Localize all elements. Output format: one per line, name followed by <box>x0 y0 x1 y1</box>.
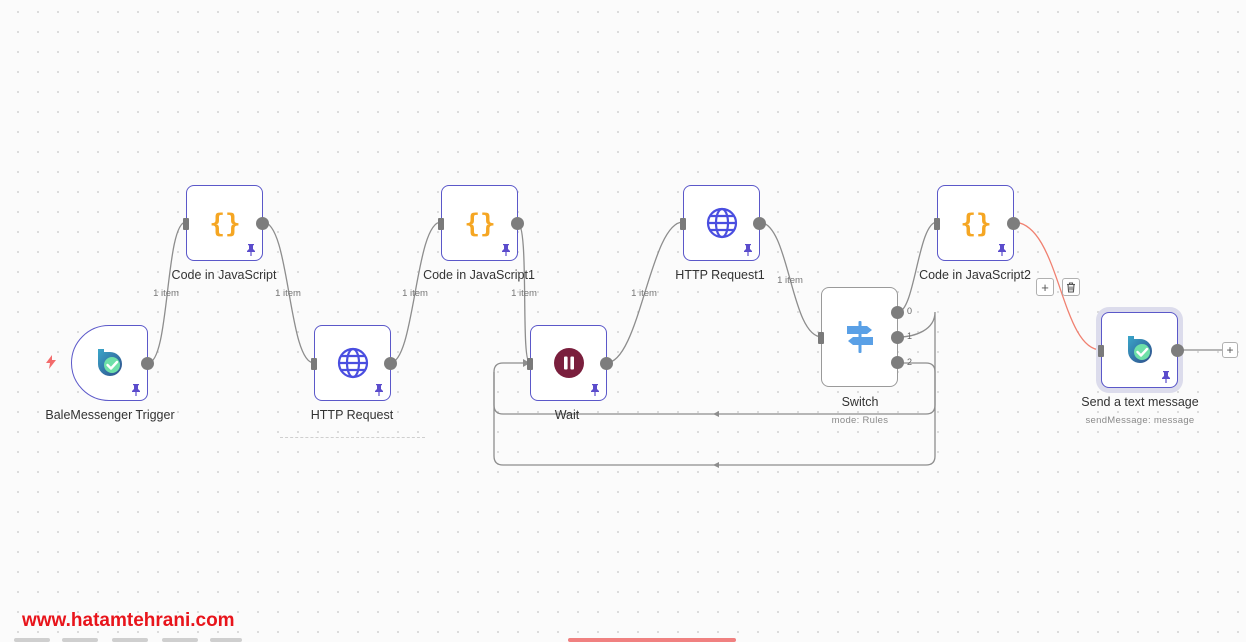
execute-workflow-button[interactable] <box>568 638 736 642</box>
switch-signpost-icon <box>846 321 873 353</box>
node-sublabel: sendMessage: message <box>1085 415 1195 426</box>
pin-icon <box>375 384 383 396</box>
node-label: HTTP Request <box>310 408 394 422</box>
edge-code2-to-send <box>1012 221 1102 351</box>
input-handle[interactable] <box>680 218 686 230</box>
svg-text:{}: {} <box>464 209 495 238</box>
edge-wait-to-http1 <box>605 221 684 364</box>
node-code-in-javascript1[interactable]: {} <box>438 185 524 261</box>
pin-icon <box>591 384 599 396</box>
add-node-on-edge-button[interactable]: + <box>1036 278 1054 296</box>
arrow-loop-2 <box>713 462 719 468</box>
svg-text:{}: {} <box>960 209 991 238</box>
pin-icon <box>1162 371 1170 383</box>
output-handle[interactable] <box>1007 217 1020 230</box>
code-braces-icon: {} <box>209 209 240 238</box>
edge-switch1-loop <box>493 311 936 415</box>
pin-icon <box>998 244 1006 256</box>
node-code-in-javascript2[interactable]: {} <box>934 185 1020 261</box>
pin-icon <box>502 244 510 256</box>
edge-switch2-loop <box>493 362 936 466</box>
bottom-toolbar-button[interactable] <box>210 638 242 642</box>
trash-icon <box>1067 281 1075 293</box>
code-braces-icon: {} <box>960 209 991 238</box>
bottom-toolbar-button[interactable] <box>162 638 198 642</box>
node-label: Send a text message <box>1081 395 1199 409</box>
edge-label: 1 item <box>511 288 537 299</box>
trigger-bolt-icon <box>46 355 56 369</box>
node-bale-trigger[interactable] <box>71 325 154 401</box>
output-handle-2[interactable] <box>891 356 904 369</box>
output-label-1: 1 <box>907 331 913 341</box>
node-wait[interactable] <box>527 325 613 401</box>
pin-icon <box>744 244 752 256</box>
output-handle-1[interactable] <box>891 331 904 344</box>
delete-connection-button[interactable] <box>1062 278 1080 296</box>
node-label: BaleMessenger Trigger <box>45 408 175 422</box>
input-handle[interactable] <box>527 358 533 370</box>
output-handle-0[interactable] <box>891 306 904 319</box>
node-label: Switch <box>841 395 879 409</box>
output-handle[interactable] <box>600 357 613 370</box>
pause-icon <box>553 348 584 378</box>
output-handle[interactable] <box>1171 344 1184 357</box>
add-next-node-button[interactable]: + <box>1222 342 1238 358</box>
arrow-into-wait <box>523 359 530 367</box>
pin-icon <box>247 244 255 256</box>
edge-label: 1 item <box>153 288 179 299</box>
arrow-loop-1 <box>713 411 719 417</box>
input-handle[interactable] <box>818 332 824 344</box>
output-label-0: 0 <box>907 306 913 316</box>
node-label: Code in JavaScript2 <box>919 268 1031 282</box>
svg-text:{}: {} <box>209 209 240 238</box>
globe-icon <box>706 207 737 239</box>
bottom-toolbar-button[interactable] <box>62 638 98 642</box>
node-label: Code in JavaScript <box>171 268 277 282</box>
output-handle[interactable] <box>256 217 269 230</box>
input-handle[interactable] <box>934 218 940 230</box>
node-label: HTTP Request1 <box>675 268 765 282</box>
edge-label: 1 item <box>275 288 301 299</box>
edge-trigger-to-code <box>147 221 187 364</box>
selection-dashed-line <box>280 437 425 438</box>
node-http-request1[interactable] <box>680 185 766 261</box>
edge-http-to-code1 <box>389 221 442 364</box>
output-handle[interactable] <box>511 217 524 230</box>
bale-logo-icon <box>97 349 122 376</box>
edge-label: 1 item <box>631 288 657 299</box>
node-sublabel: mode: Rules <box>831 415 889 426</box>
globe-icon <box>337 347 368 379</box>
bottom-toolbar-button[interactable] <box>112 638 148 642</box>
watermark-text: www.hatamtehrani.com <box>22 610 235 631</box>
node-http-request[interactable] <box>311 325 397 401</box>
node-label: Code in JavaScript1 <box>423 268 535 282</box>
bale-logo-icon <box>1127 336 1152 363</box>
input-handle[interactable] <box>438 218 444 230</box>
code-braces-icon: {} <box>464 209 495 238</box>
input-handle[interactable] <box>183 218 189 230</box>
edge-http1-to-switch <box>758 221 823 338</box>
edge-label: 1 item <box>402 288 428 299</box>
input-handle[interactable] <box>1098 345 1104 357</box>
node-send-text-message[interactable] <box>1098 312 1184 388</box>
node-switch[interactable] <box>818 287 904 387</box>
output-handle[interactable] <box>753 217 766 230</box>
edge-switch0-to-code2 <box>897 221 938 313</box>
node-code-in-javascript[interactable]: {} <box>183 185 269 261</box>
edge-label: 1 item <box>777 275 803 286</box>
output-handle[interactable] <box>141 357 154 370</box>
input-handle[interactable] <box>311 358 317 370</box>
bottom-toolbar-button[interactable] <box>14 638 50 642</box>
output-handle[interactable] <box>384 357 397 370</box>
node-label: Wait <box>554 408 580 422</box>
edge-code-to-http <box>262 221 315 364</box>
output-label-2: 2 <box>907 357 913 367</box>
pin-icon <box>132 384 140 396</box>
